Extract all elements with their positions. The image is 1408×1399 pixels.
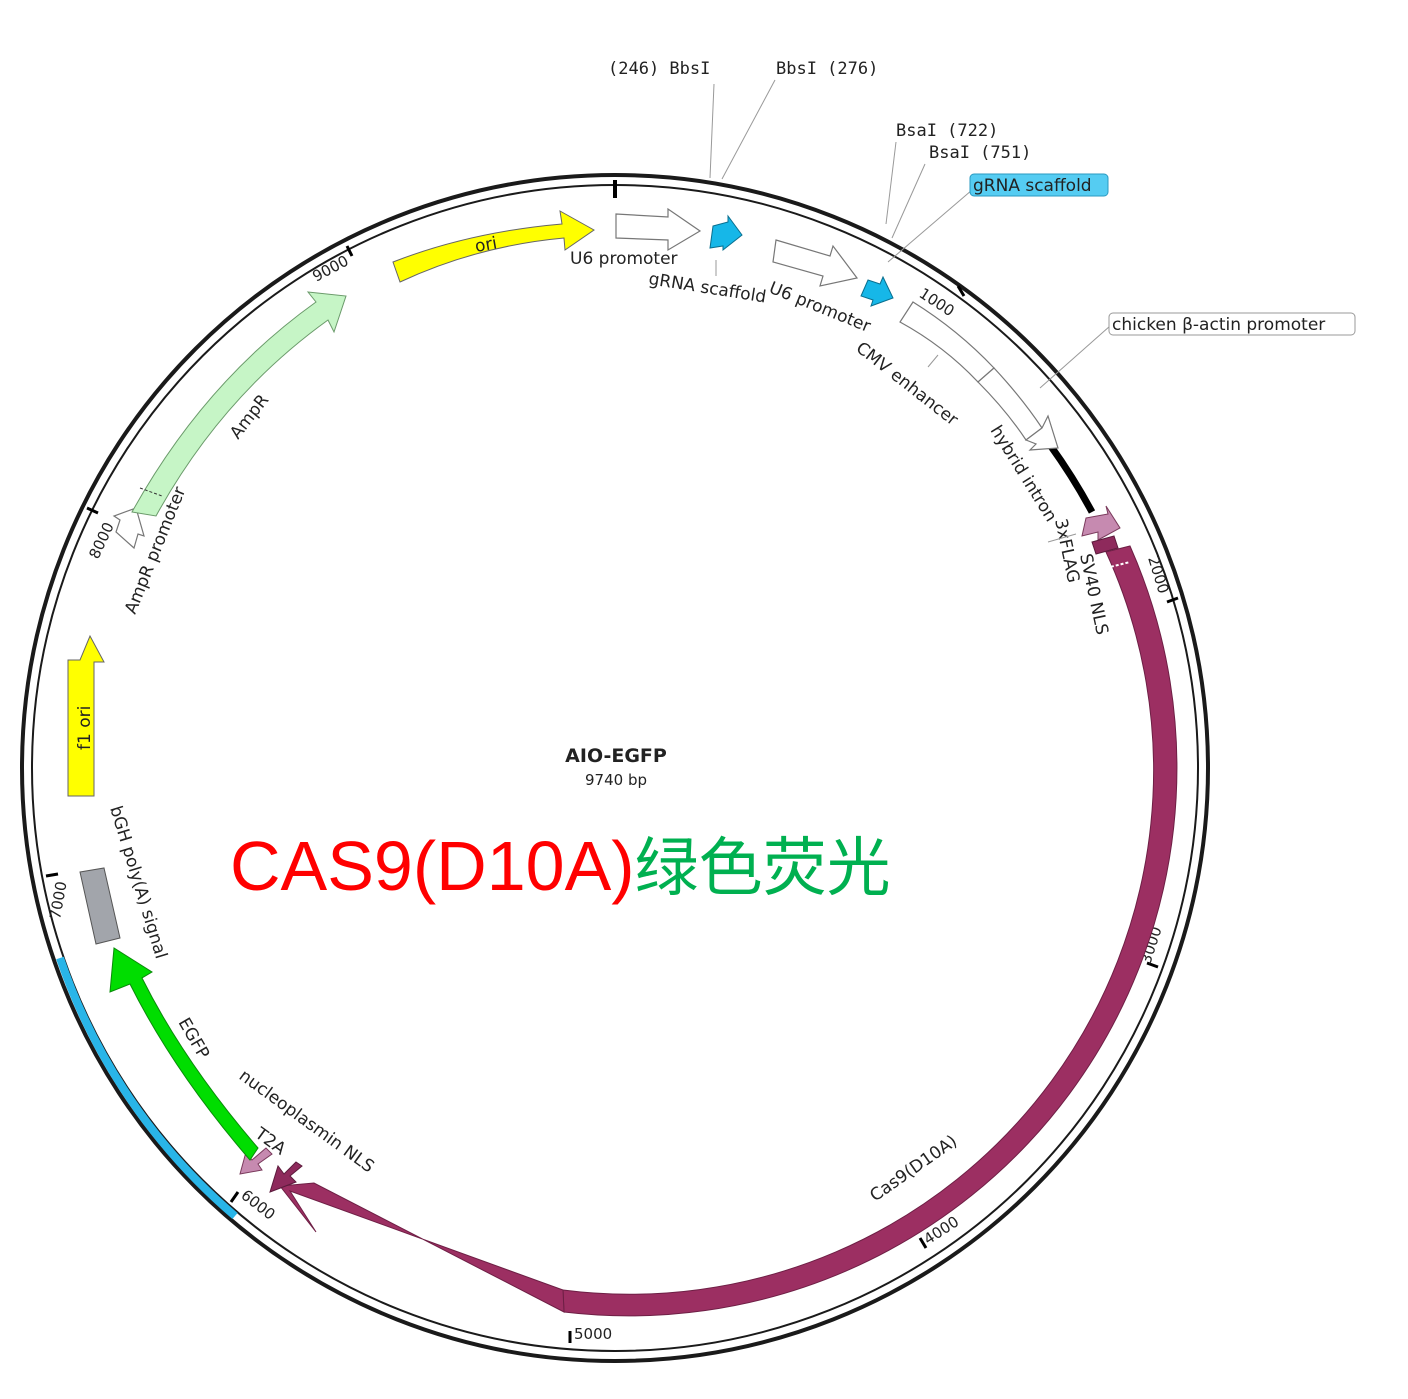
feature-chicken-actin-promoter-arrow[interactable]: [977, 367, 1043, 441]
site-bsai-751[interactable]: BsaI (751): [929, 143, 1031, 163]
caption-part1: CAS9(D10A): [230, 827, 635, 905]
backbone-inner-ring: [31, 184, 1199, 1352]
feature-ampr-arrow[interactable]: [131, 291, 347, 517]
tick-label-8000: 8000: [85, 519, 117, 561]
feature-sv40-nls-arrow[interactable]: [1081, 505, 1121, 541]
site-bbsi-246[interactable]: (246) BbsI: [608, 59, 710, 79]
caption: CAS9(D10A)绿色荧光: [230, 827, 891, 906]
restriction-sites: (246) BbsI BbsI (276) BsaI (722) BsaI (7…: [608, 59, 1031, 239]
feature-label-f1-ori: f1 ori: [75, 706, 95, 750]
feature-hybrid-intron-arrow[interactable]: [1024, 414, 1059, 451]
feature-f1-ori-arrow[interactable]: [67, 634, 105, 797]
feature-egfp-arrow[interactable]: [109, 947, 259, 1161]
feature-label-3xflag: 3xFLAG: [1050, 517, 1083, 585]
feature-u6-promoter-1-arrow[interactable]: [615, 207, 702, 252]
plasmid-name: AIO-EGFP: [565, 745, 667, 767]
feature-label-u6-promoter-1: U6 promoter: [570, 249, 678, 269]
callout-chicken-actin-text: chicken β-actin promoter: [1112, 315, 1325, 335]
feature-label-u6-promoter-2: U6 promoter: [766, 278, 873, 337]
callout-chicken-actin-box[interactable]: [1108, 312, 1356, 336]
site-bbsi-276[interactable]: BbsI (276): [776, 59, 878, 79]
feature-3xflag-arrow[interactable]: [1091, 535, 1119, 555]
feature-u6-promoter-2-arrow[interactable]: [772, 239, 859, 287]
feature-bgh-polya-box[interactable]: [79, 867, 121, 945]
feature-label-grna-scaffold-1: gRNA scaffold: [647, 269, 767, 307]
site-bsai-722[interactable]: BsaI (722): [896, 121, 998, 141]
feature-cas9-d10a-arrowhead[interactable]: [279, 1182, 565, 1313]
selected-region-arc[interactable]: [56, 956, 238, 1220]
backbone-bold-segment: [1047, 442, 1096, 514]
callout-grna-scaffold-box[interactable]: [969, 173, 1109, 197]
feature-grna-scaffold-2-arrow[interactable]: [860, 275, 894, 307]
tick-label-7000: 7000: [46, 880, 70, 921]
caption-part2: 绿色荧光: [635, 832, 891, 906]
feature-nucleoplasmin-nls-arrow[interactable]: [269, 1161, 303, 1193]
callout-grna-scaffold-text: gRNA scaffold: [973, 176, 1092, 196]
backbone-outer-ring: [20, 173, 1210, 1363]
feature-ampr-promoter-arrow[interactable]: [112, 507, 145, 550]
feature-grna-scaffold-1-arrow[interactable]: [709, 214, 743, 252]
feature-cas9-d10a-arc[interactable]: [562, 545, 1178, 1317]
tick-label-5000: 5000: [574, 1325, 612, 1343]
plasmid-size: 9740 bp: [585, 771, 647, 789]
feature-ori-arrow[interactable]: [392, 210, 595, 283]
feature-label-ori: ori: [473, 233, 498, 257]
